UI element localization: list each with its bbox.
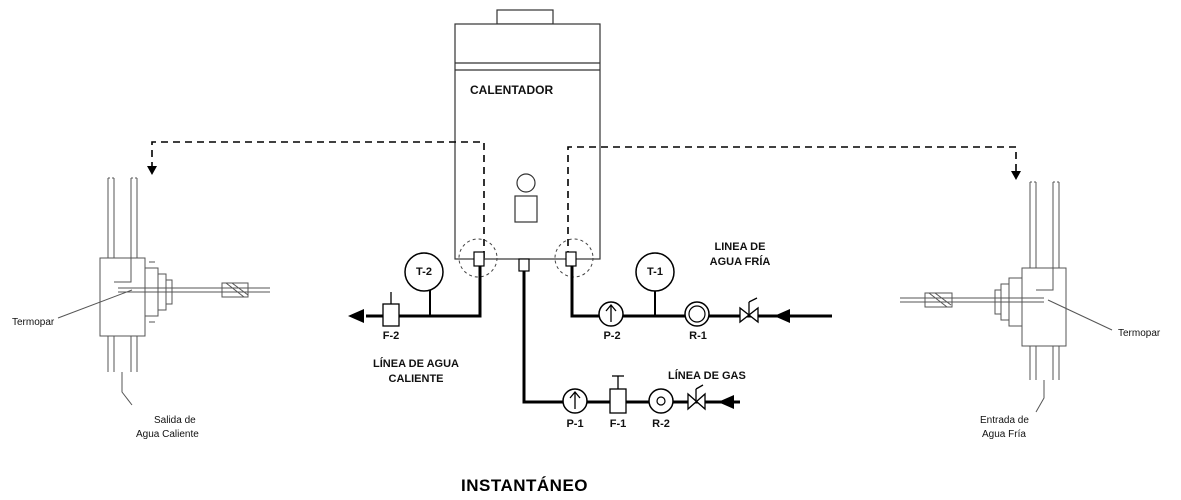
gauge-t2-label: T-2 — [416, 266, 432, 278]
regulator-r1 — [684, 301, 710, 327]
pump-p2 — [598, 301, 624, 327]
hot-water-line-label: LÍNEA DE AGUA CALIENTE — [373, 357, 459, 387]
cold-water-line-label-2: AGUA FRÍA — [709, 256, 771, 268]
gas-line-label: LÍNEA DE GAS — [668, 370, 746, 382]
regulator-r2-label: R-2 — [652, 418, 670, 430]
pump-p1 — [562, 388, 588, 414]
cold-inlet-label-2: Agua Fría — [982, 429, 1026, 440]
hot-outlet-label-1: Salida de — [154, 415, 196, 426]
regulator-r2 — [648, 388, 674, 414]
fitting-highlight-circles — [458, 238, 594, 278]
gauge-t2 — [404, 252, 444, 292]
hot-water-line — [366, 266, 482, 318]
hot-water-line-label-1: LÍNEA DE AGUA — [373, 358, 459, 370]
valve-gas — [687, 384, 706, 411]
heater-unit — [454, 9, 601, 260]
hot-water-line-label-2: CALIENTE — [388, 373, 444, 385]
gauge-t1-label: T-1 — [647, 266, 663, 278]
valve-cold-water — [739, 297, 759, 324]
arrow-down-left — [147, 166, 157, 175]
cold-water-line-label: LINEA DE AGUA FRÍA — [710, 240, 771, 270]
detail-cold-inlet — [900, 181, 1113, 413]
detail-hot-outlet — [57, 177, 270, 406]
cold-inlet-label-1: Entrada de — [980, 415, 1029, 426]
diagram-title: INSTANTÁNEO — [461, 476, 589, 495]
arrow-down-right — [1011, 171, 1021, 180]
filter-f1 — [609, 375, 627, 414]
cold-water-arrow — [774, 309, 790, 323]
filter-f2-label: F-2 — [382, 330, 400, 342]
dashed-connection-lines — [151, 141, 1017, 258]
pump-p1-label: P-1 — [566, 418, 584, 430]
cold-water-line-label-1: LINEA DE — [714, 241, 766, 253]
hot-outlet-label: Salida de Agua Caliente — [136, 414, 199, 442]
heater-label: CALENTADOR — [470, 83, 554, 97]
filter-f1-label: F-1 — [609, 418, 627, 430]
hot-water-arrow — [348, 309, 364, 323]
left-thermocouple-label: Termopar — [12, 317, 55, 328]
gauge-t1 — [635, 252, 675, 292]
pump-p2-label: P-2 — [603, 330, 621, 342]
regulator-r1-label: R-1 — [689, 330, 707, 342]
filter-f2 — [382, 292, 400, 327]
cold-inlet-label: Entrada de Agua Fría — [980, 414, 1029, 442]
hot-outlet-label-2: Agua Caliente — [136, 429, 199, 440]
right-thermocouple-label: Termopar — [1118, 328, 1161, 339]
gas-arrow — [718, 395, 734, 409]
